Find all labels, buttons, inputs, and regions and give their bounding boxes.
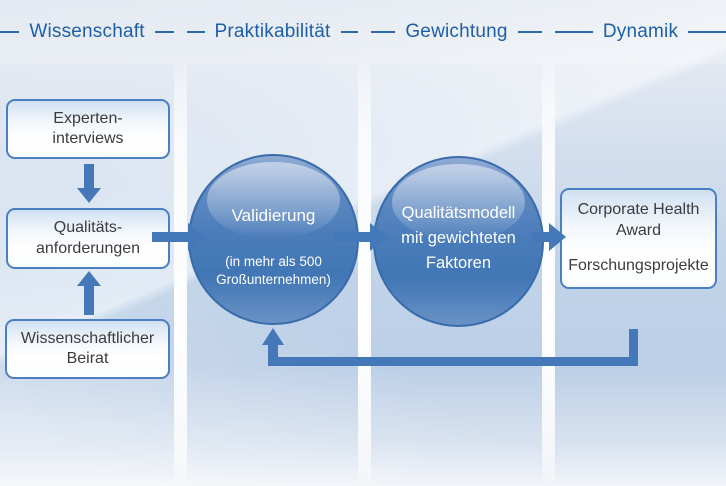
arrow-validierung-to-qualitaetsmodell-icon: [333, 223, 387, 251]
arrow-head: [188, 223, 205, 251]
award-subtitle: Forschungsprojekte: [568, 257, 709, 275]
dash-line: [555, 31, 593, 33]
dash-line: [0, 31, 20, 33]
arrow-head: [77, 188, 101, 203]
circle-content: Qualitätsmodell mit gewichteten Faktoren: [401, 204, 516, 272]
arrow-shaft: [84, 286, 94, 315]
arrow-qualitaetsmodell-to-award-icon: [532, 223, 566, 251]
arrow-head: [549, 223, 566, 251]
dash-line: [340, 31, 358, 33]
node-corporate-health-award: Corporate Health Award Forschungsprojekt…: [560, 188, 717, 289]
award-title: Corporate Health Award: [577, 201, 700, 239]
phase-header-dynamik: Dynamik: [555, 0, 726, 64]
arrow-head: [370, 223, 387, 251]
phase-header-praktikabilitaet: Praktikabilität: [187, 0, 358, 64]
arrow-shaft: [84, 164, 94, 188]
arrow-anforderungen-to-validierung-icon: [152, 223, 205, 251]
arrow-shaft: [333, 232, 370, 242]
phase-label: Wissenschaft: [29, 21, 145, 42]
feedback-arrow-up-shaft: [268, 343, 278, 359]
phase-label: Gewichtung: [405, 21, 508, 42]
arrow-up-beirat-to-anforderungen-icon: [77, 271, 101, 315]
dash-line: [187, 31, 205, 33]
phase-label: Praktikabilität: [214, 21, 331, 42]
arrow-head: [77, 271, 101, 286]
arrow-shaft: [532, 232, 549, 242]
dash-line: [371, 31, 396, 33]
circle-title: Validierung: [231, 206, 316, 225]
phase-header-wissenschaft: Wissenschaft: [0, 0, 175, 64]
node-qualitaetsmodell: Qualitätsmodell mit gewichteten Faktoren: [373, 156, 544, 327]
arrow-down-experten-to-anforderungen-icon: [77, 164, 101, 203]
dash-line: [154, 31, 175, 33]
node-wissenschaftlicher-beirat: Wissenschaftlicher Beirat: [5, 319, 170, 379]
node-qualitaetsanforderungen: Qualitäts- anforderungen: [6, 208, 170, 269]
feedback-arrow-up-head-icon: [262, 328, 284, 345]
phase-header-gewichtung: Gewichtung: [371, 0, 542, 64]
dash-line: [688, 31, 726, 33]
node-experteninterviews: Experten- interviews: [6, 99, 170, 159]
circle-content: Validierung (in mehr als 500 Großunterne…: [190, 156, 357, 289]
dash-line: [517, 31, 542, 33]
arrow-shaft: [152, 232, 188, 242]
feedback-arrow-horizontal-segment: [268, 357, 638, 366]
phase-header-row: Wissenschaft Praktikabilität Gewichtung …: [0, 0, 726, 64]
circle-subtitle: (in mehr als 500 Großunternehmen): [216, 254, 331, 288]
phase-label: Dynamik: [602, 21, 679, 42]
